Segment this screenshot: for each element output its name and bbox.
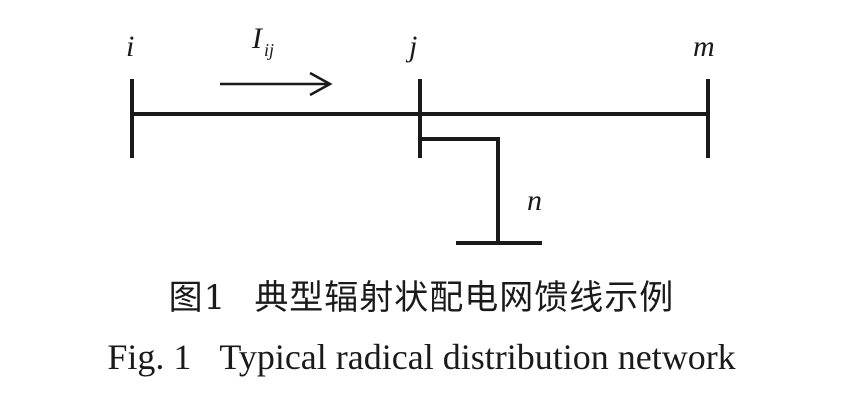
caption-en-text: Typical radical distribution network [219,337,736,377]
caption-cn-text: 典型辐射状配电网馈线示例 [254,278,675,318]
caption-cn-number: 图1 [168,278,227,318]
current-subscript: ij [264,40,274,60]
caption-en-number: Fig. 1 [107,337,192,377]
node-label-n: n [527,184,542,217]
node-label-i: i [126,30,134,63]
node-label-j: j [405,30,417,63]
caption-english: Fig. 1 Typical radical distribution netwo… [0,336,843,378]
current-arrow-icon [220,71,333,97]
node-label-m: m [693,30,715,63]
current-symbol: I [251,22,264,55]
lateral-branch-line [420,137,500,243]
caption-chinese: 图1 典型辐射状配电网馈线示例 [0,270,843,319]
